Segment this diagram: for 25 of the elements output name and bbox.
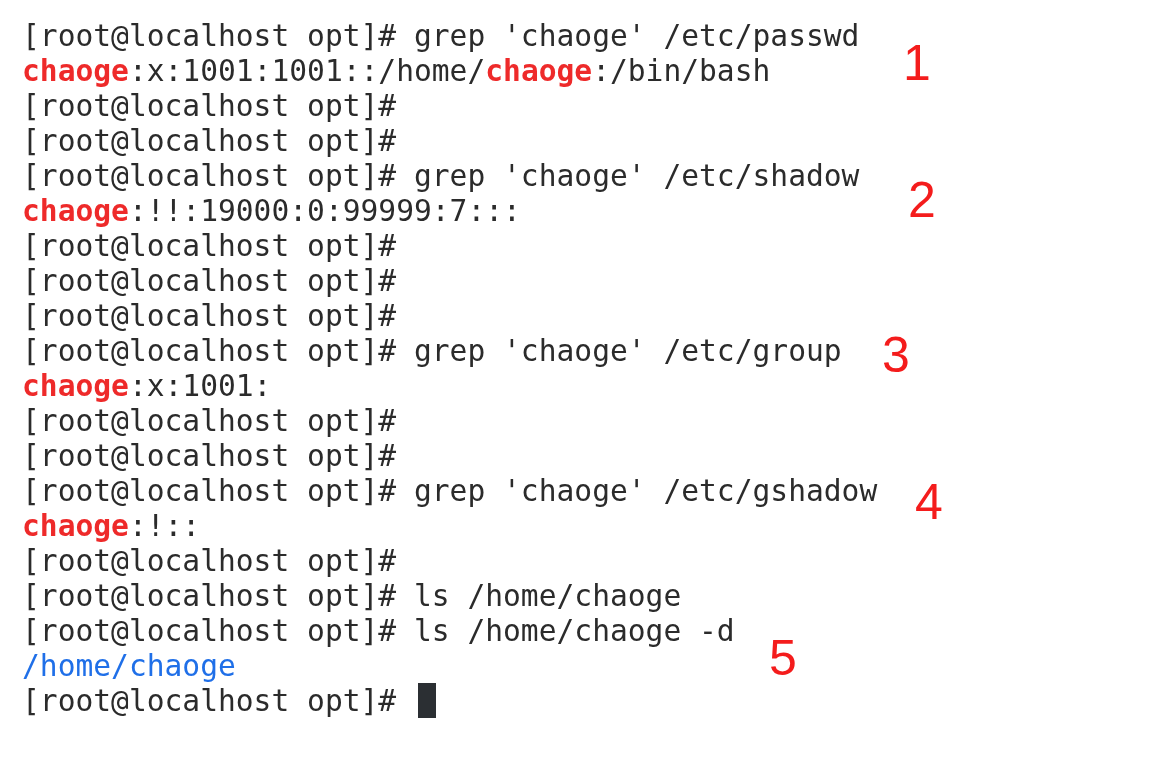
terminal-line: [root@localhost opt]# grep 'chaoge' /etc/passwd <box>22 19 860 54</box>
terminal-line: [root@localhost opt]# <box>22 439 397 474</box>
terminal-line: [root@localhost opt]# <box>22 404 397 439</box>
terminal-line: [root@localhost opt]# grep 'chaoge' /etc/shadow <box>22 159 860 194</box>
terminal-line: [root@localhost opt]# <box>22 299 397 334</box>
annotation-number: 2 <box>908 175 936 225</box>
terminal-line: [root@localhost opt]# <box>22 544 397 579</box>
terminal-line: [root@localhost opt]# <box>22 89 397 124</box>
command-output: chaoge:x:1001: <box>22 369 272 404</box>
terminal-line: [root@localhost opt]# grep 'chaoge' /etc/group <box>22 334 842 369</box>
terminal-line: [root@localhost opt]# grep 'chaoge' /etc/gshadow <box>22 474 878 509</box>
terminal-line: [root@localhost opt]# <box>22 264 397 299</box>
annotation-number: 3 <box>882 330 910 380</box>
terminal-line: [root@localhost opt]# <box>22 124 397 159</box>
annotation-number: 5 <box>769 633 797 683</box>
terminal-line: [root@localhost opt]# ls /home/chaoge -d <box>22 614 735 649</box>
terminal-line: [root@localhost opt]# ls /home/chaoge <box>22 579 682 614</box>
annotation-number: 1 <box>903 38 931 88</box>
terminal-line: [root@localhost opt]# <box>22 229 397 264</box>
command-output: /home/chaoge <box>22 649 236 684</box>
command-output: chaoge:!!:19000:0:99999:7::: <box>22 194 521 229</box>
command-output: chaoge:x:1001:1001::/home/chaoge:/bin/bash <box>22 54 771 89</box>
annotation-number: 4 <box>915 477 943 527</box>
terminal-prompt: [root@localhost opt]# <box>22 684 397 719</box>
command-output: chaoge:!:: <box>22 509 201 544</box>
